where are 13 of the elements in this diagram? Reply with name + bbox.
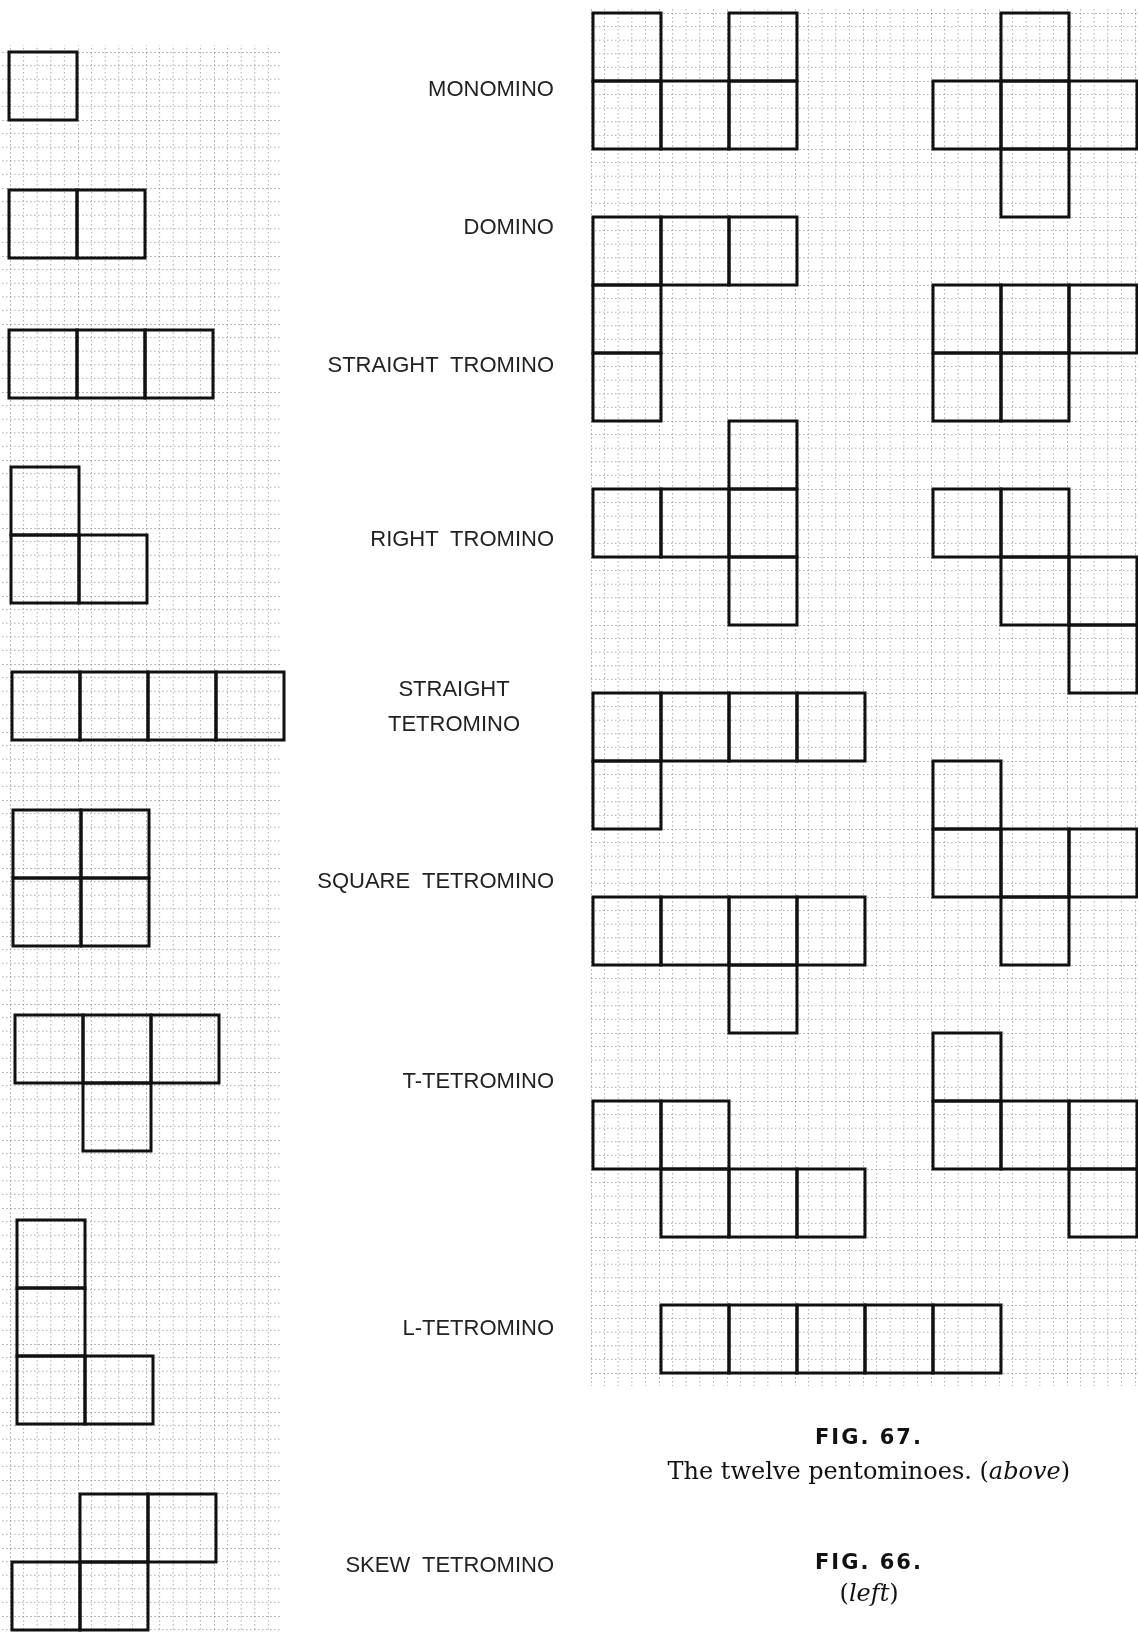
shape-name-label: RIGHT TROMINO bbox=[369, 524, 554, 553]
shape-name-label: STRAIGHT TETROMINO bbox=[387, 675, 521, 738]
shape-name-label: STRAIGHT TROMINO bbox=[326, 350, 554, 379]
shape-name-label: MONOMINO bbox=[427, 74, 554, 103]
figure-caption: The twelve pentominoes. (above) bbox=[667, 1457, 1071, 1485]
shape-name-label: SQUARE TETROMINO bbox=[316, 866, 554, 895]
shape-name-label: SKEW TETROMINO bbox=[344, 1550, 554, 1579]
figure-number: FIG. 66. bbox=[815, 1550, 923, 1574]
shape-name-label: T-TETROMINO bbox=[401, 1066, 554, 1095]
figure-caption: (left) bbox=[839, 1579, 899, 1607]
shape-name-label: DOMINO bbox=[462, 212, 554, 241]
figure-number: FIG. 67. bbox=[815, 1425, 923, 1449]
shape-name-label: L-TETROMINO bbox=[401, 1313, 554, 1342]
